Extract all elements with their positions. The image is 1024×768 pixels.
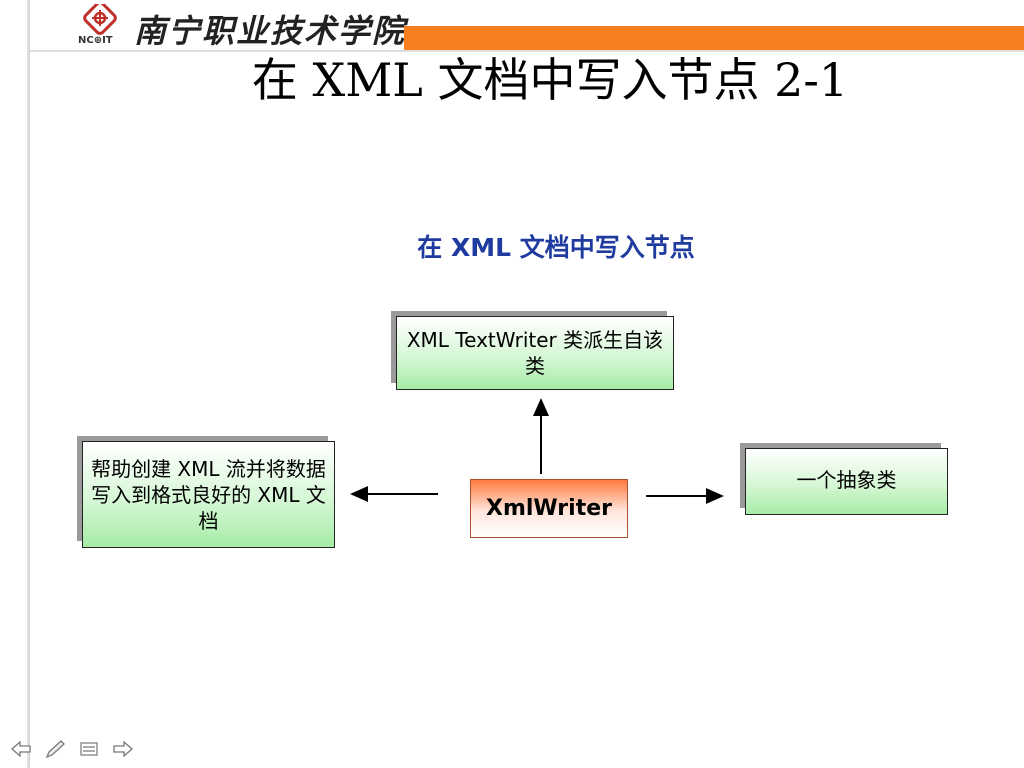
slide-title: 在 XML 文档中写入节点 2-1 bbox=[251, 53, 849, 107]
arrow-left-icon[interactable] bbox=[10, 738, 32, 760]
header-divider bbox=[30, 50, 1024, 52]
menu-icon[interactable] bbox=[78, 738, 100, 760]
box-purpose: 帮助创建 XML 流并将数据写入到格式良好的 XML 文档 bbox=[82, 441, 335, 548]
box-abstract: 一个抽象类 bbox=[745, 448, 948, 515]
header-accent-bar bbox=[404, 26, 1024, 50]
box-abstract-label: 一个抽象类 bbox=[796, 468, 897, 492]
box-textwriter-label: XML TextWriter 类派生自该类 bbox=[406, 328, 664, 378]
box-purpose-label: 帮助创建 XML 流并将数据写入到格式良好的 XML 文档 bbox=[91, 456, 326, 533]
school-logo-icon bbox=[83, 4, 117, 35]
school-name: 南宁职业技术学院 bbox=[134, 12, 407, 50]
box-textwriter: XML TextWriter 类派生自该类 bbox=[396, 316, 674, 390]
slide-subtitle: 在 XML 文档中写入节点 bbox=[417, 233, 695, 262]
left-rule bbox=[27, 0, 30, 768]
pen-icon[interactable] bbox=[44, 738, 66, 760]
logo-text: NC⊕IT bbox=[78, 35, 113, 46]
slide-nav bbox=[10, 738, 134, 760]
box-xmlwriter: XmlWriter bbox=[470, 479, 628, 538]
arrow-right-icon[interactable] bbox=[112, 738, 134, 760]
box-xmlwriter-label: XmlWriter bbox=[486, 496, 612, 521]
